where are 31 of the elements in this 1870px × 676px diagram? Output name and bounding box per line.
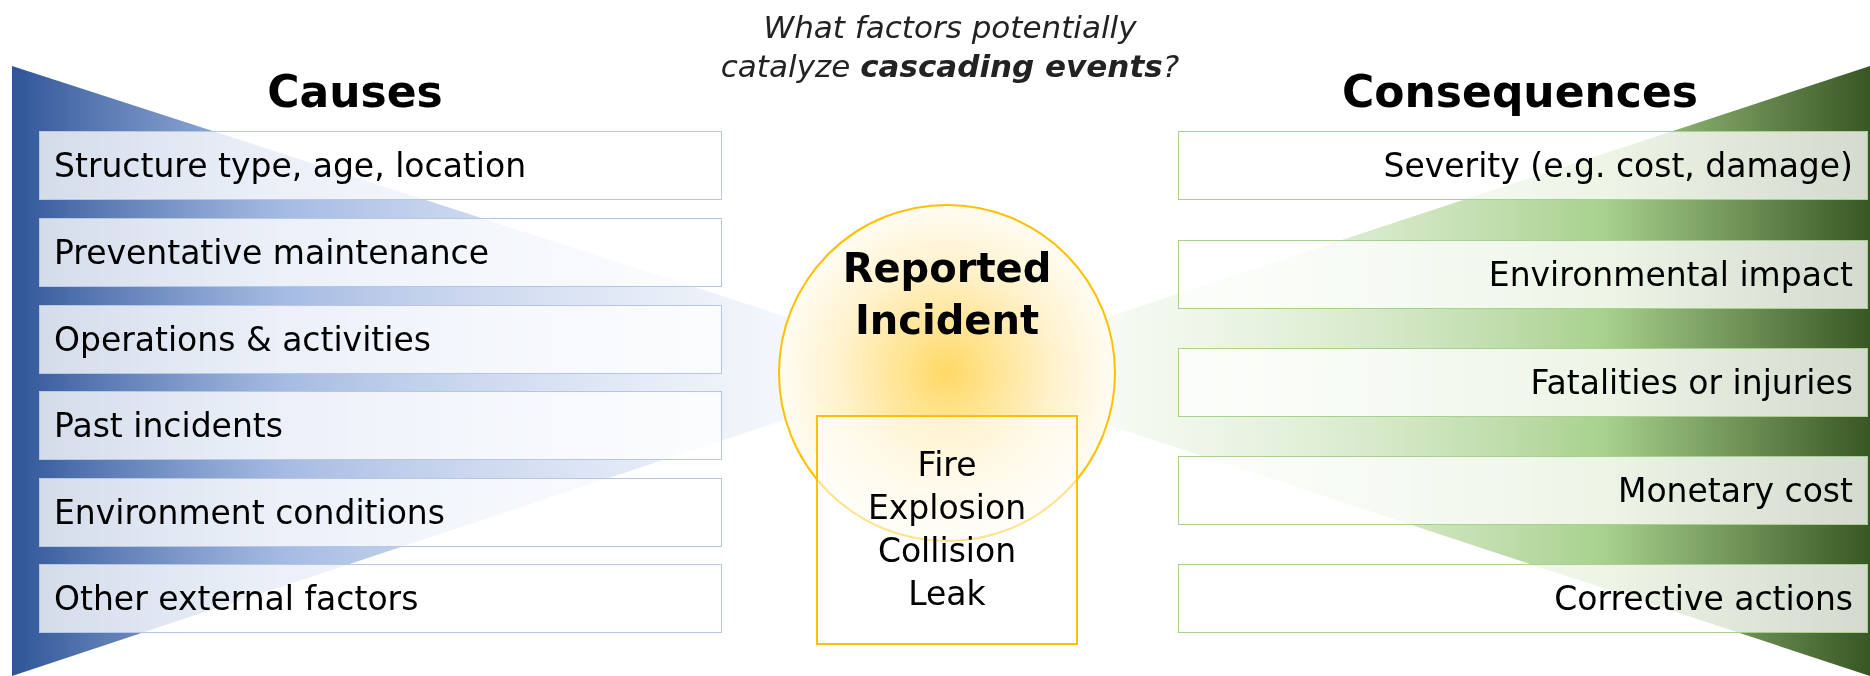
cause-box	[39, 391, 722, 460]
box-label: Preventative maintenance	[54, 233, 489, 272]
box-label: Structure type, age, location	[54, 146, 527, 185]
cause-box	[39, 305, 722, 374]
box-label: Past incidents	[54, 406, 283, 445]
box-label: Monetary cost	[1617, 471, 1853, 510]
box-label: Environment conditions	[54, 493, 445, 532]
consequence-box	[1178, 564, 1868, 633]
box-label: Severity (e.g. cost, damage)	[1383, 146, 1853, 185]
question-text: What factors potentially catalyze cascading events?	[719, 8, 1181, 86]
consequence-box	[1178, 131, 1868, 200]
center-title: Reported Incident	[841, 244, 1053, 345]
consequence-box	[1178, 456, 1868, 525]
cause-box	[39, 478, 722, 547]
incident-type: Fire	[917, 444, 977, 487]
box-label: Fatalities or injuries	[1530, 363, 1853, 402]
column-heading: Causes	[266, 66, 444, 117]
box-label: Other external factors	[54, 579, 419, 618]
box-label: Environmental impact	[1488, 255, 1853, 294]
box-label: Operations & activities	[54, 320, 431, 359]
consequence-box	[1178, 348, 1868, 417]
column-heading: Consequences	[1341, 66, 1699, 117]
cause-box	[39, 218, 722, 287]
incident-type: Explosion	[867, 487, 1027, 530]
consequence-box	[1178, 240, 1868, 309]
cause-box	[39, 564, 722, 633]
incident-type-box	[816, 415, 1078, 645]
cause-box	[39, 131, 722, 200]
incident-type: Collision	[877, 530, 1017, 572]
incident-type: Leak	[908, 572, 986, 615]
box-label: Corrective actions	[1554, 579, 1853, 618]
